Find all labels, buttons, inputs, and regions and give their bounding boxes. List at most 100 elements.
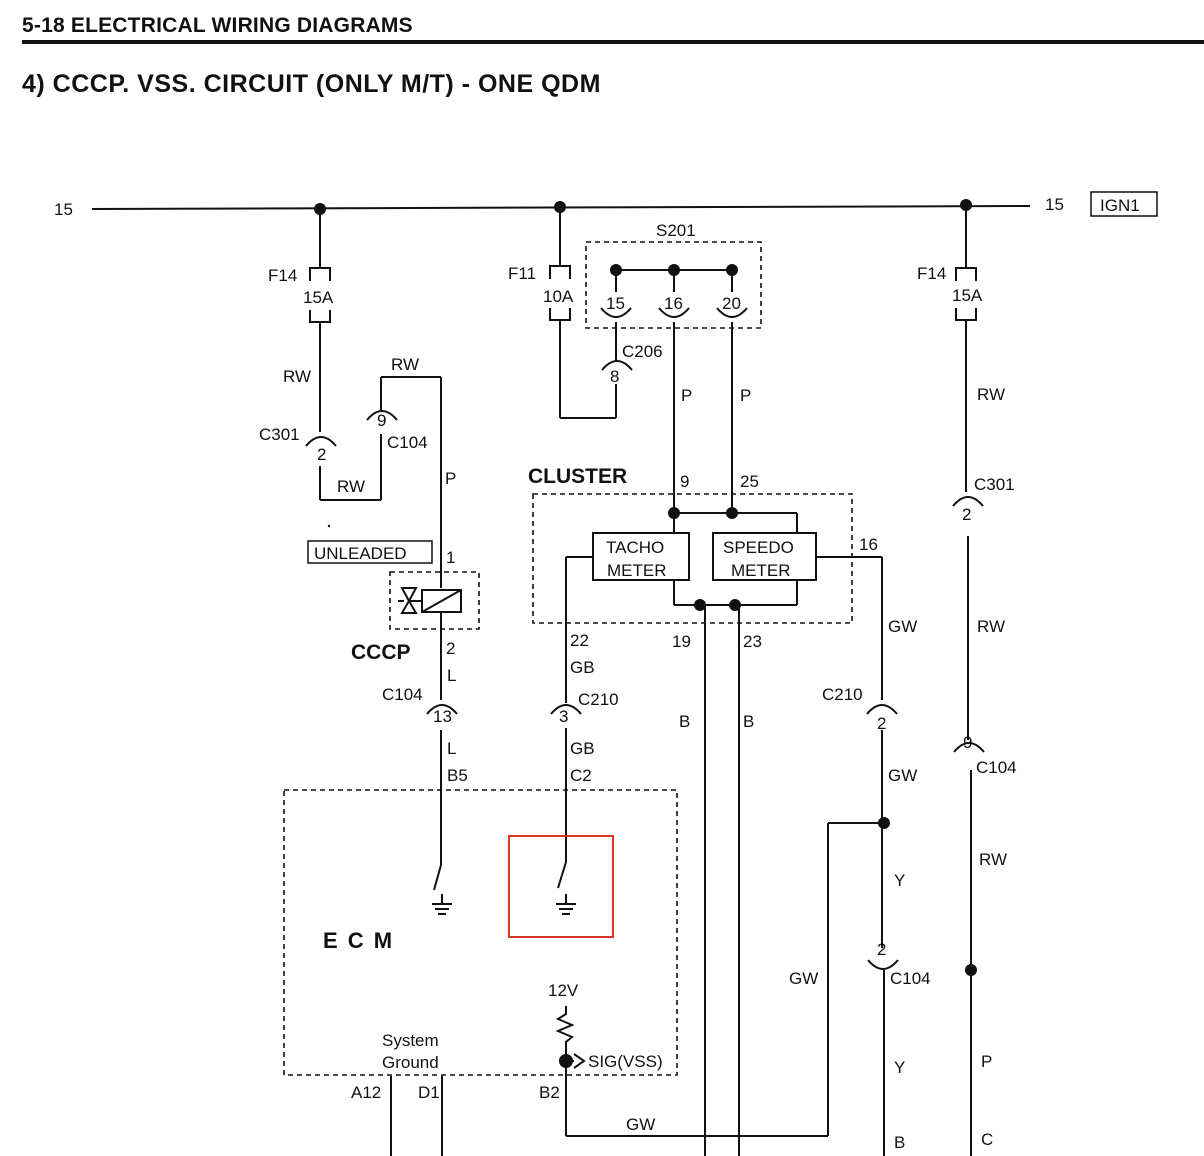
connector-c104-upper: 9 C104 [366, 410, 428, 452]
tacho-meter: TACHO METER [592, 532, 690, 581]
tacho-signal-branch: GB 3 C210 GB C2 [550, 658, 619, 862]
header-rule [22, 40, 1204, 44]
cluster-feed-branch: F11 10A 8 C206 S201 15 16 20 [508, 207, 762, 513]
svg-text:2: 2 [962, 505, 971, 524]
svg-text:RW: RW [283, 367, 311, 386]
svg-text:Y: Y [894, 871, 905, 890]
svg-text:P: P [445, 469, 456, 488]
right-branch: F14 15A RW C301 2 RW 9 C104 RW P C [917, 205, 1017, 1156]
connector-c104-13: C104 13 [382, 685, 458, 726]
svg-text:16: 16 [664, 294, 683, 313]
svg-text:GB: GB [570, 739, 595, 758]
svg-text:13: 13 [433, 707, 452, 726]
svg-text:SPEEDO: SPEEDO [723, 538, 794, 557]
svg-text:9: 9 [377, 411, 386, 430]
ignition-bus: 15 15 IGN1 [54, 191, 1158, 219]
svg-text:P: P [740, 386, 751, 405]
ecm-title: E C M [323, 928, 394, 953]
svg-text:22: 22 [570, 631, 589, 650]
stray-mark [327, 524, 331, 528]
svg-text:C104: C104 [382, 685, 423, 704]
svg-text:METER: METER [607, 561, 667, 580]
cccp-solenoid: UNLEADED 1 2 CCCP [307, 540, 480, 664]
svg-text:Y: Y [894, 1058, 905, 1077]
ign1-label: IGN1 [1100, 196, 1140, 215]
connector-c210-left: 3 C210 [550, 690, 619, 726]
instrument-cluster: CLUSTER 9 25 TACHO METER SPEEDO METER 16… [528, 465, 882, 703]
connector-c206: 8 C206 [601, 342, 663, 386]
svg-text:9: 9 [680, 472, 689, 491]
svg-text:1: 1 [446, 548, 455, 567]
svg-text:25: 25 [740, 472, 759, 491]
svg-text:2: 2 [446, 639, 455, 658]
svg-text:20: 20 [722, 294, 741, 313]
svg-text:GW: GW [888, 617, 917, 636]
svg-text:A12: A12 [351, 1083, 381, 1102]
svg-text:15: 15 [606, 294, 625, 313]
svg-text:GW: GW [626, 1115, 655, 1134]
page-header: 5-18 ELECTRICAL WIRING DIAGRAMS [22, 14, 413, 37]
svg-text:3: 3 [559, 707, 568, 726]
svg-text:GW: GW [888, 766, 917, 785]
svg-text:METER: METER [731, 561, 791, 580]
svg-text:RW: RW [977, 385, 1005, 404]
svg-text:F11: F11 [508, 264, 536, 283]
svg-text:C210: C210 [578, 690, 619, 709]
connector-c104-mid: 2 C104 [867, 940, 931, 988]
svg-text:B2: B2 [539, 1083, 560, 1102]
pullup-resistor [555, 1006, 575, 1061]
svg-text:16: 16 [859, 535, 878, 554]
svg-text:C2: C2 [570, 766, 592, 785]
svg-text:15A: 15A [303, 288, 334, 307]
bus-left-label: 15 [54, 200, 73, 219]
svg-text:9: 9 [963, 733, 972, 752]
svg-text:RW: RW [977, 617, 1005, 636]
svg-text:GB: GB [570, 658, 595, 677]
bus-right-label: 15 [1045, 195, 1064, 214]
svg-text:B: B [894, 1133, 905, 1152]
ecm-switch-c2 [556, 861, 576, 915]
svg-text:12V: 12V [548, 981, 579, 1000]
svg-text:C104: C104 [890, 969, 931, 988]
svg-text:SIG(VSS): SIG(VSS) [588, 1052, 663, 1071]
svg-text:GW: GW [789, 969, 818, 988]
connector-c301-left: C301 2 [259, 425, 337, 464]
cluster-ground-wires: B B [679, 605, 754, 1156]
svg-text:B5: B5 [447, 766, 468, 785]
svg-text:23: 23 [743, 632, 762, 651]
svg-text:C301: C301 [259, 425, 300, 444]
svg-text:19: 19 [672, 632, 691, 651]
svg-text:10A: 10A [543, 287, 574, 306]
vss-branch: GW C210 2 GW GW GW Y 2 C104 Y B [566, 557, 931, 1156]
svg-text:2: 2 [877, 940, 886, 959]
cluster-title: CLUSTER [528, 465, 627, 488]
highlight-box [508, 835, 614, 938]
splice-s201: S201 15 16 20 [585, 221, 762, 329]
connector-c210-right: C210 2 [822, 685, 898, 733]
svg-text:L: L [447, 739, 456, 758]
svg-text:F14: F14 [268, 266, 297, 285]
cccp-title: CCCP [351, 641, 411, 664]
ign1-box [1090, 191, 1158, 217]
fuse-f11: F11 10A [508, 264, 574, 321]
svg-text:RW: RW [979, 850, 1007, 869]
svg-text:B: B [679, 712, 690, 731]
svg-text:P: P [981, 1052, 992, 1071]
svg-text:2: 2 [317, 445, 326, 464]
connector-c301-right: C301 2 [952, 475, 1015, 524]
svg-text:TACHO: TACHO [606, 538, 664, 557]
svg-text:C210: C210 [822, 685, 863, 704]
speedo-meter: SPEEDO METER [712, 532, 817, 581]
svg-text:F14: F14 [917, 264, 946, 283]
svg-text:Ground: Ground [382, 1053, 439, 1072]
connector-c104-right: 9 C104 [953, 733, 1017, 777]
svg-text:C: C [981, 1130, 993, 1149]
svg-text:RW: RW [337, 477, 365, 496]
cccp-branch: F14 15A RW C301 2 RW 9 C104 RW P UNLEADE… [259, 209, 480, 865]
svg-text:C104: C104 [387, 433, 428, 452]
svg-text:C206: C206 [622, 342, 663, 361]
svg-text:C104: C104 [976, 758, 1017, 777]
svg-text:15A: 15A [952, 286, 983, 305]
svg-text:RW: RW [391, 355, 419, 374]
